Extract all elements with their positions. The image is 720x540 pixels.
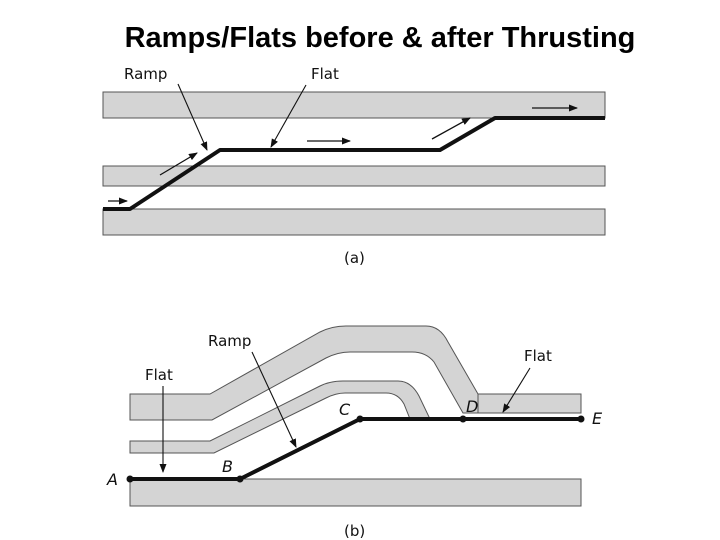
layer-b-right	[478, 393, 582, 414]
leader-flat-b-right	[502, 367, 531, 413]
point-d-dot	[459, 415, 467, 423]
layer-a-middle	[102, 165, 606, 187]
diagram-a: Ramp Flat (a)	[102, 65, 606, 267]
point-c-dot	[356, 415, 364, 423]
point-a-dot	[126, 475, 134, 483]
label-flat-b-right: Flat	[524, 347, 552, 365]
layer-a-bottom	[102, 208, 606, 236]
point-e-label: E	[592, 409, 603, 428]
point-b-dot	[236, 475, 244, 483]
point-a-label: A	[106, 470, 118, 489]
caption-a: (a)	[344, 249, 365, 267]
label-ramp-b: Ramp	[208, 332, 251, 350]
caption-b: (b)	[344, 522, 365, 540]
leader-flat-a	[270, 84, 307, 148]
point-c-label: C	[339, 400, 351, 419]
layer-a-top	[102, 91, 606, 119]
leader-ramp-a	[177, 83, 208, 151]
point-b-label: B	[222, 457, 233, 476]
point-e-dot	[577, 415, 585, 423]
label-flat-b-left: Flat	[145, 366, 173, 384]
label-ramp-a: Ramp	[124, 65, 167, 83]
slide-title: Ramps/Flats before & after Thrusting	[124, 22, 636, 54]
slip-arrow-2	[159, 152, 198, 176]
layer-b-bottom	[129, 478, 582, 507]
fault-a	[103, 116, 605, 211]
layer-b-upper-fold	[129, 325, 479, 421]
label-flat-a: Flat	[311, 65, 339, 83]
fault-b	[130, 417, 581, 481]
diagram-b: A B C D E Ramp Flat Flat (b)	[106, 325, 603, 540]
point-d-label: D	[466, 397, 478, 416]
leader-ramp-b	[251, 351, 297, 448]
slip-arrow-4	[431, 117, 471, 140]
